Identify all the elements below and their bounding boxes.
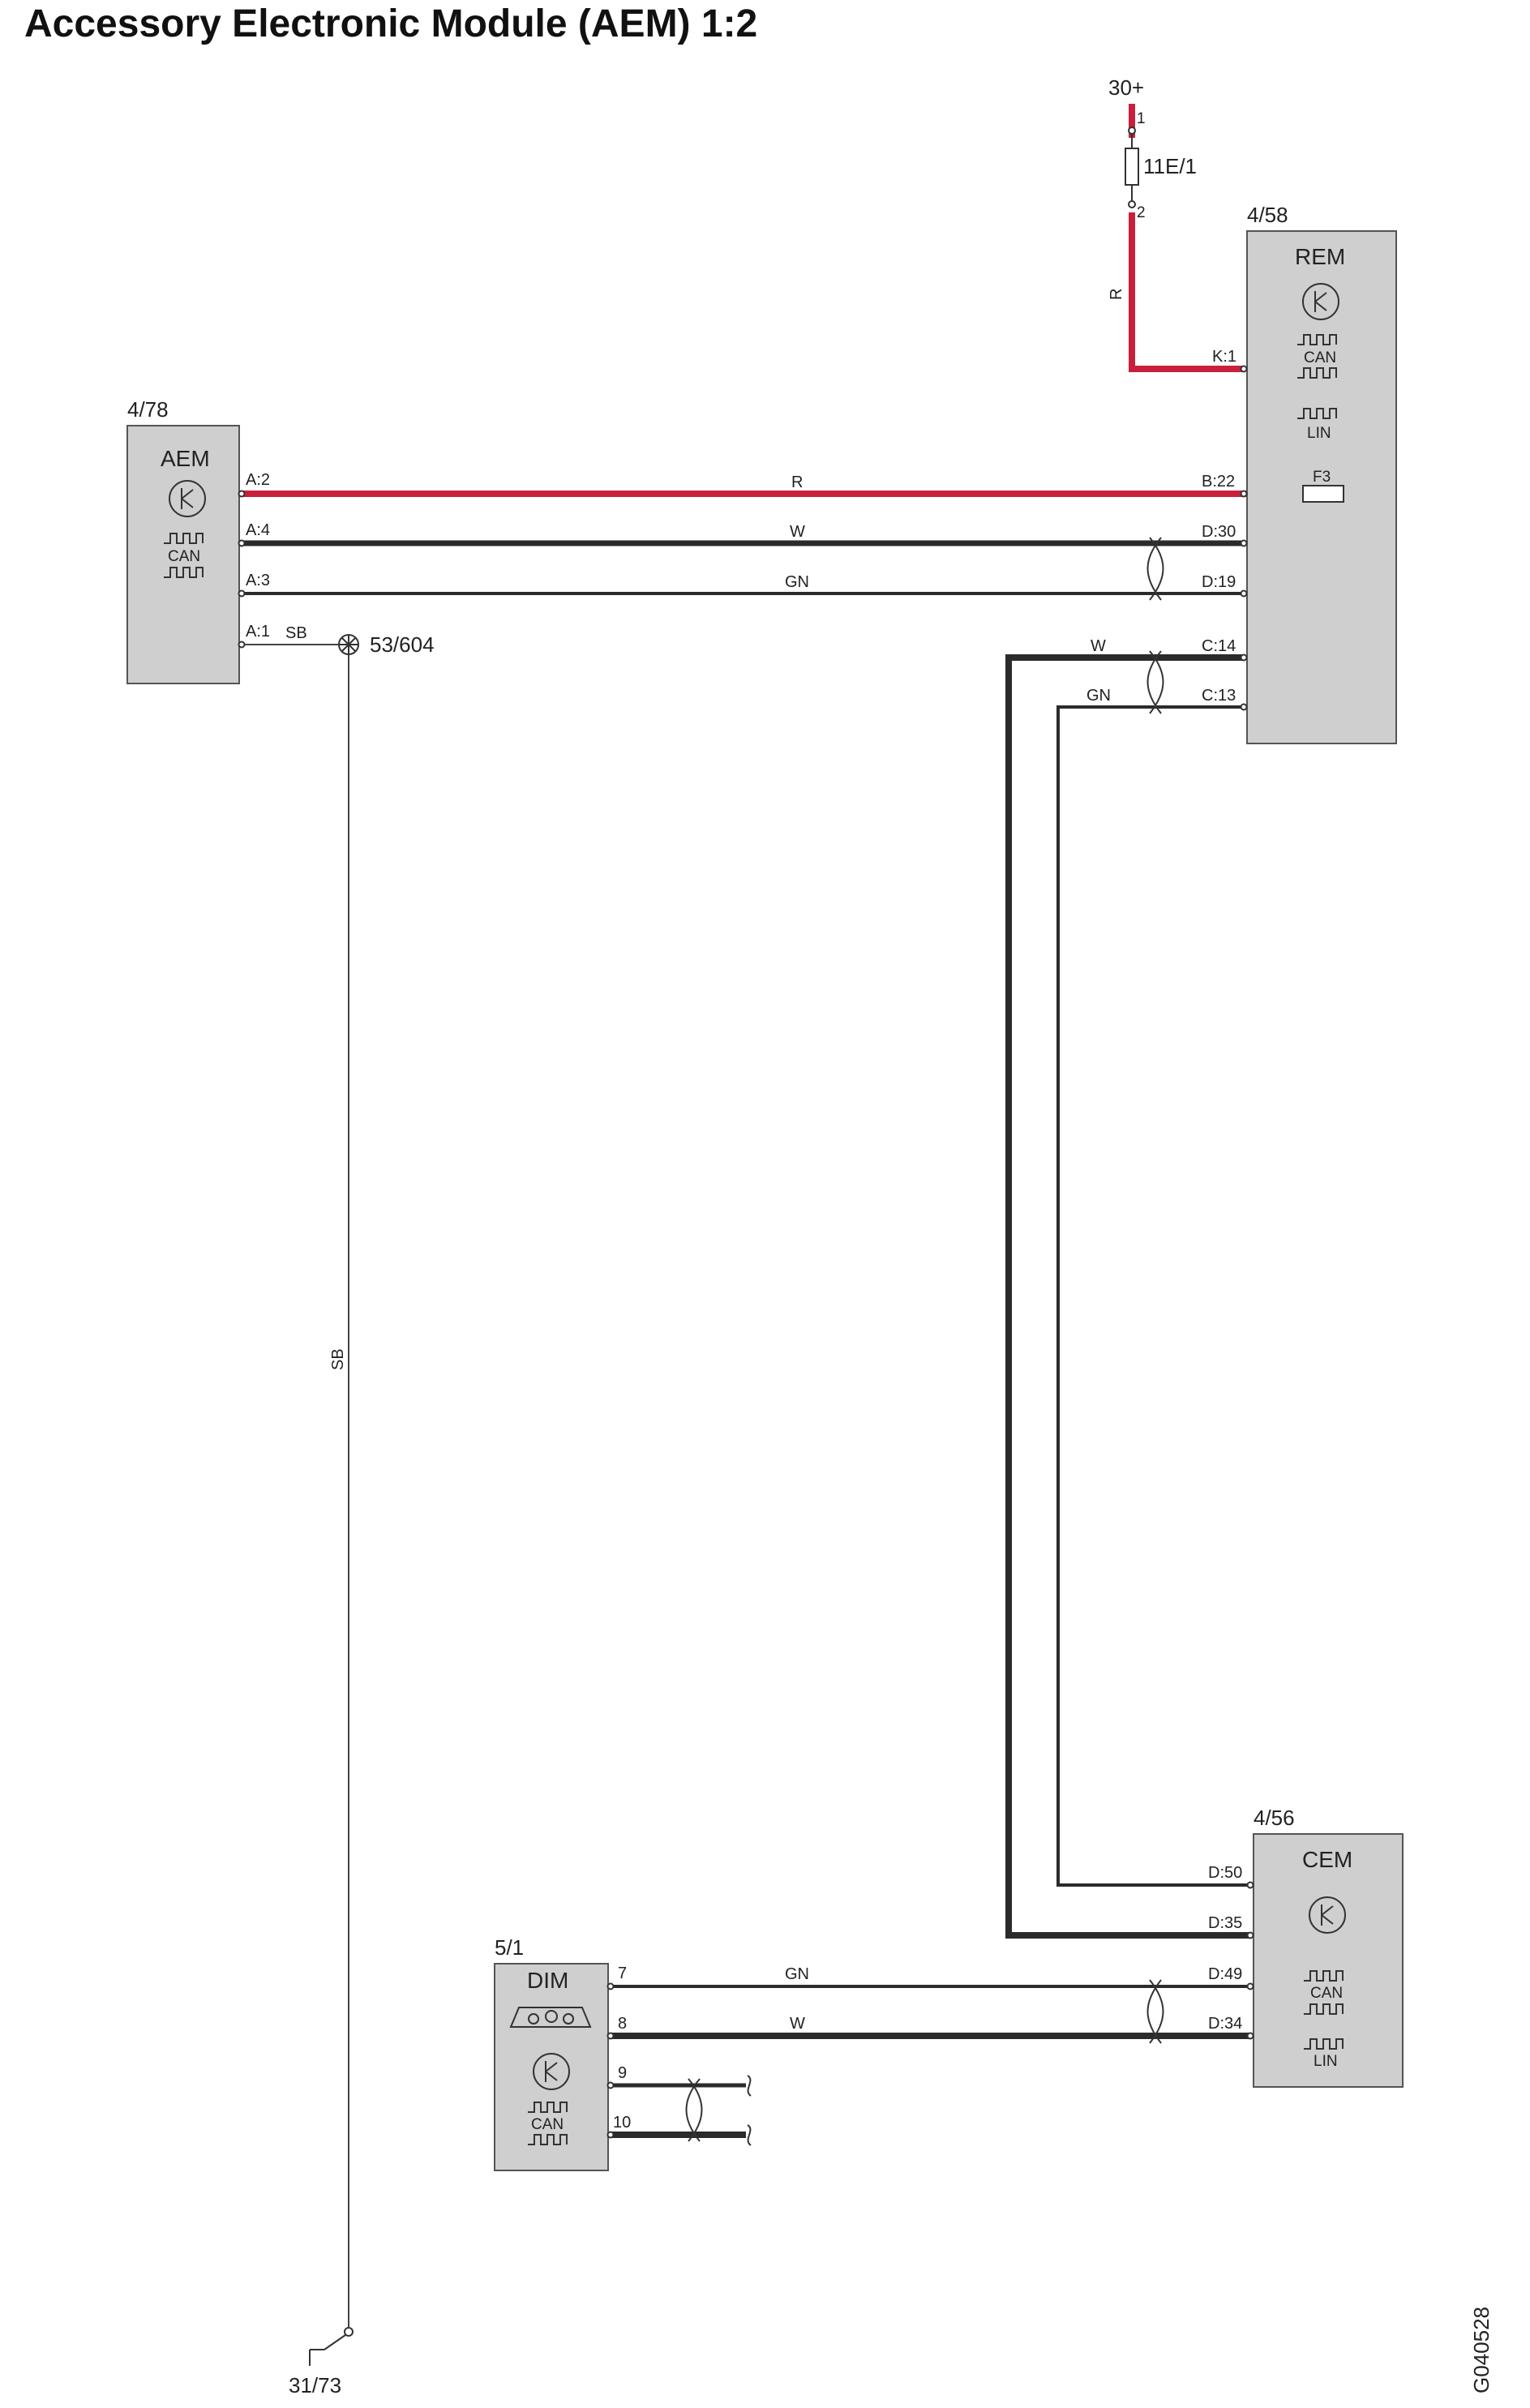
- fuse-pin-1: 1: [1137, 110, 1146, 127]
- rem-pin-d19: D:19: [1202, 573, 1236, 591]
- wire-label-dim-w: W: [790, 2015, 805, 2033]
- power-feed-wire: [1129, 104, 1242, 372]
- power-label: 30+: [1108, 75, 1144, 100]
- cem-ref: 4/56: [1254, 1806, 1295, 1830]
- cem-pin-d50: D:50: [1208, 1864, 1242, 1882]
- aem-name: AEM: [161, 446, 210, 471]
- rem-pin-d30: D:30: [1202, 523, 1236, 541]
- aem-pin-a1: A:1: [246, 623, 270, 641]
- aem-pin-a3: A:3: [246, 572, 270, 589]
- wire-label-w: W: [790, 523, 805, 541]
- cem-lin-label: LIN: [1314, 2053, 1338, 2070]
- aem-pin-a4: A:4: [246, 521, 270, 539]
- drawing-id: G040528: [1469, 2307, 1494, 2393]
- ground-symbol: [309, 2327, 354, 2366]
- rem-pin-c13: C:13: [1202, 687, 1236, 705]
- fuse-pin-2: 2: [1137, 204, 1146, 221]
- aem-can-label: CAN: [168, 548, 200, 565]
- wire-label-c14: W: [1091, 637, 1106, 655]
- rem-ref: 4/58: [1247, 203, 1288, 227]
- dim-pin-7: 7: [618, 1965, 627, 1982]
- rem-name: REM: [1295, 244, 1345, 269]
- fuse-label: 11E/1: [1143, 154, 1197, 178]
- twisted-pair-symbol: [1146, 650, 1164, 714]
- wire-label-r: R: [791, 473, 803, 491]
- pin-terminals: [238, 365, 1254, 2139]
- fuse-11e1: [1125, 126, 1139, 208]
- cem-pin-d49: D:49: [1208, 1965, 1242, 1983]
- wire-label-dim-gn: GN: [785, 1965, 809, 1983]
- wire-label-gn: GN: [785, 573, 809, 591]
- power-wire-color: R: [1108, 289, 1125, 300]
- dim-pin-8: 8: [618, 2015, 627, 2033]
- module-dim[interactable]: [494, 1963, 609, 2171]
- twisted-pair-symbol: [1146, 1979, 1164, 2044]
- dim-pin-9: 9: [618, 2064, 627, 2082]
- twisted-pair-symbol: [685, 2078, 703, 2142]
- rem-fuse-f3: F3: [1313, 469, 1331, 486]
- wire-break-symbol: [747, 2075, 752, 2146]
- wire-label-c13: GN: [1086, 687, 1111, 705]
- rem-pin-b22: B:22: [1202, 473, 1235, 491]
- wire-label-sb: SB: [285, 624, 307, 642]
- dim-pin-10: 10: [613, 2114, 631, 2132]
- dim-ref: 5/1: [495, 1935, 524, 1960]
- cem-can-label: CAN: [1310, 1985, 1343, 2002]
- rem-pin-k1: K:1: [1212, 348, 1236, 366]
- rem-can-label: CAN: [1304, 349, 1336, 366]
- wire-rem-c13-cem-d50: [1056, 705, 1249, 1887]
- module-cem[interactable]: [1253, 1833, 1404, 2088]
- instrument-cluster-icon: [509, 2007, 592, 2028]
- twisted-pair-symbol: [1146, 537, 1164, 601]
- rem-pin-c14: C:14: [1202, 637, 1236, 655]
- wire-label-sb-vertical: SB: [329, 1348, 347, 1370]
- aem-pin-a2: A:2: [246, 471, 270, 489]
- dim-name: DIM: [527, 1968, 568, 1993]
- cem-name: CEM: [1302, 1847, 1352, 1872]
- aem-ref: 4/78: [127, 397, 169, 422]
- module-aem[interactable]: [126, 425, 240, 684]
- splice-point: [338, 634, 359, 655]
- cem-pin-d35: D:35: [1208, 1914, 1242, 1932]
- wire-rem-c14-cem-d35: [1005, 654, 1249, 1939]
- dim-can-label: CAN: [531, 2116, 564, 2133]
- ground-label: 31/73: [289, 2373, 341, 2397]
- rem-lin-label: LIN: [1307, 425, 1331, 442]
- cem-pin-d34: D:34: [1208, 2015, 1242, 2033]
- page-title: Accessory Electronic Module (AEM) 1:2: [24, 2, 758, 45]
- splice-label: 53/604: [370, 632, 435, 657]
- module-rem[interactable]: [1246, 230, 1397, 744]
